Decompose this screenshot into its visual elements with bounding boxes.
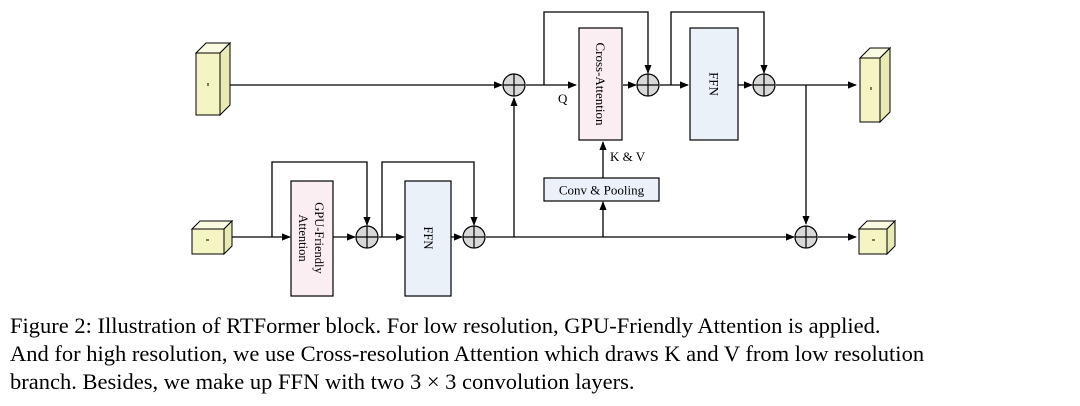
adder-low-1 bbox=[355, 225, 379, 249]
cross-attention-block bbox=[578, 27, 623, 141]
adder-high-3 bbox=[752, 73, 776, 97]
caption-line-1: Figure 2: Illustration of RTFormer block… bbox=[10, 313, 881, 338]
cross-attention-label: Cross-Attention bbox=[593, 42, 608, 126]
kv-label: K & V bbox=[610, 149, 646, 164]
low-res-input-feature bbox=[190, 219, 234, 256]
ffn-low-block bbox=[404, 180, 452, 297]
conv-pooling-block bbox=[543, 177, 660, 202]
ffn-low-label: FFN bbox=[421, 227, 435, 250]
adder-low-2 bbox=[462, 225, 486, 249]
high-res-input-feature bbox=[194, 41, 232, 117]
caption-line-2: And for high resolution, we use Cross-re… bbox=[10, 341, 925, 366]
ffn-high-label: FFN bbox=[707, 72, 722, 96]
gpu-attention-label-line1: GPU-Friendly bbox=[312, 202, 326, 274]
gpu-attention-label-line2: Attention bbox=[296, 214, 310, 262]
adder-high-1 bbox=[502, 73, 526, 97]
edge-skip-ffn-high bbox=[670, 11, 768, 85]
rtformer-block-diagram: Cross-Attention FFN GPU-Friendly Attenti… bbox=[190, 11, 897, 297]
ffn-high-block bbox=[689, 27, 739, 141]
gpu-friendly-attention-block bbox=[290, 180, 334, 297]
figure-caption: Figure 2: Illustration of RTFormer block… bbox=[10, 312, 1074, 396]
edge-skip-ffn-low bbox=[381, 161, 478, 237]
low-res-output-feature bbox=[857, 219, 897, 256]
q-label: Q bbox=[558, 91, 568, 106]
adder-low-3 bbox=[794, 225, 818, 249]
edge-skip-gpu-attention bbox=[271, 161, 371, 237]
caption-line-3: branch. Besides, we make up FFN with two… bbox=[10, 369, 635, 394]
adder-high-2 bbox=[636, 73, 660, 97]
high-res-output-feature bbox=[858, 46, 892, 124]
conv-pooling-label: Conv & Pooling bbox=[559, 183, 645, 198]
edge-skip-cross-attention bbox=[543, 11, 652, 85]
